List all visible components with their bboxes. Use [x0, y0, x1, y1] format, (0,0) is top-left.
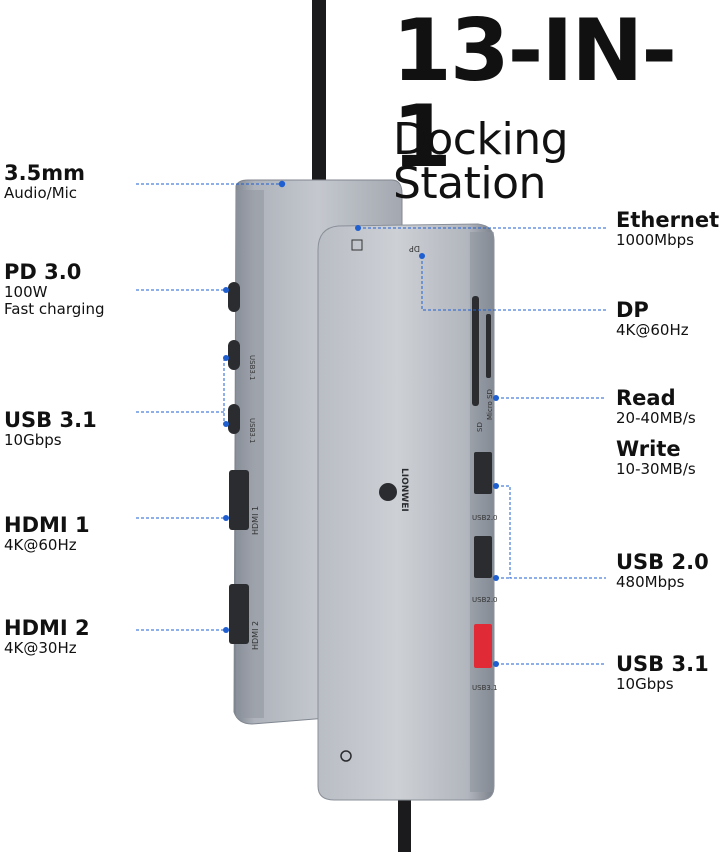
- label-detail: 100W: [4, 283, 48, 302]
- usb20-mark-1: USB2.0: [472, 514, 498, 522]
- page-subtitle: Docking Station: [393, 114, 569, 209]
- label-read: Read 20-40MB/s: [616, 386, 696, 427]
- label-dp: DP 4K@60Hz: [616, 298, 689, 339]
- left-callout-dots: [223, 180, 286, 633]
- hdmi2-mark: HDMI 2: [251, 621, 260, 650]
- usb31-mark-1: USB3.1: [248, 355, 256, 381]
- label-name: HDMI 2: [4, 616, 90, 640]
- label-name: PD 3.0: [4, 260, 82, 284]
- label-detail: 4K@60Hz: [616, 321, 689, 340]
- right-callout-dots: [355, 225, 499, 667]
- label-detail: 20-40MB/s: [616, 409, 696, 428]
- label-usb31-left: USB 3.1 10Gbps: [4, 408, 97, 449]
- label-name: Ethernet: [616, 208, 720, 232]
- label-audio-mic: 3.5mm Audio/Mic: [4, 161, 85, 202]
- hdmi-port-2: [229, 584, 249, 644]
- ethernet-icon: [351, 239, 363, 251]
- label-pd: PD 3.0 100W Fast charging: [4, 260, 104, 319]
- left-callouts: [136, 183, 282, 631]
- usb31-red-port: [474, 624, 492, 668]
- label-usb31-right: USB 3.1 10Gbps: [616, 652, 709, 693]
- label-hdmi1: HDMI 1 4K@60Hz: [4, 513, 90, 554]
- usb31-mark-2: USB3.1: [248, 418, 256, 444]
- label-detail: 10Gbps: [616, 675, 674, 694]
- label-usb20: USB 2.0 480Mbps: [616, 550, 709, 591]
- dp-mark: DP: [409, 244, 420, 253]
- label-hdmi2: HDMI 2 4K@30Hz: [4, 616, 90, 657]
- label-write: Write 10-30MB/s: [616, 437, 696, 478]
- usb-c-port-2: [228, 404, 240, 434]
- top-cable: [312, 0, 326, 186]
- label-name: Write: [616, 437, 681, 461]
- usb20-port-2: [474, 536, 492, 578]
- label-name: USB 3.1: [616, 652, 709, 676]
- micro-sd-mark: Micro SD: [486, 389, 494, 420]
- label-detail: 10-30MB/s: [616, 460, 696, 479]
- label-detail: Audio/Mic: [4, 184, 78, 203]
- label-name: 3.5mm: [4, 161, 85, 185]
- label-detail: 1000Mbps: [616, 231, 694, 250]
- usb20-port-1: [474, 452, 492, 494]
- hdmi-port-1: [229, 470, 249, 530]
- label-ethernet: Ethernet 1000Mbps: [616, 208, 719, 249]
- page-title: 13-IN-1: [392, 1, 677, 187]
- sd-mark: SD: [476, 422, 484, 432]
- label-detail: 4K@60Hz: [4, 536, 77, 555]
- brand-name: LIONWEI: [399, 468, 409, 512]
- audio-jack-icon: [340, 750, 352, 762]
- label-name: USB 2.0: [616, 550, 709, 574]
- right-callouts: [358, 227, 606, 665]
- label-detail-2: Fast charging: [4, 300, 105, 319]
- usb20-mark-2: USB2.0: [472, 596, 498, 604]
- label-name: HDMI 1: [4, 513, 90, 537]
- usb-c-port-1: [228, 340, 240, 370]
- bottom-cable: [398, 800, 411, 852]
- usb31-mark-3: USB3.1: [472, 684, 498, 692]
- label-name: Read: [616, 386, 676, 410]
- label-detail: 4K@30Hz: [4, 639, 77, 658]
- brand-logo: LIONWEI: [379, 468, 409, 512]
- label-detail: 10Gbps: [4, 431, 62, 450]
- sd-slot: [472, 296, 479, 406]
- label-name: USB 3.1: [4, 408, 97, 432]
- label-detail: 480Mbps: [616, 573, 685, 592]
- front-hub-body: [317, 223, 495, 801]
- pd-usb-c-port: [228, 282, 240, 312]
- micro-sd-slot: [486, 314, 491, 378]
- hdmi1-mark: HDMI 1: [251, 506, 260, 535]
- label-name: DP: [616, 298, 649, 322]
